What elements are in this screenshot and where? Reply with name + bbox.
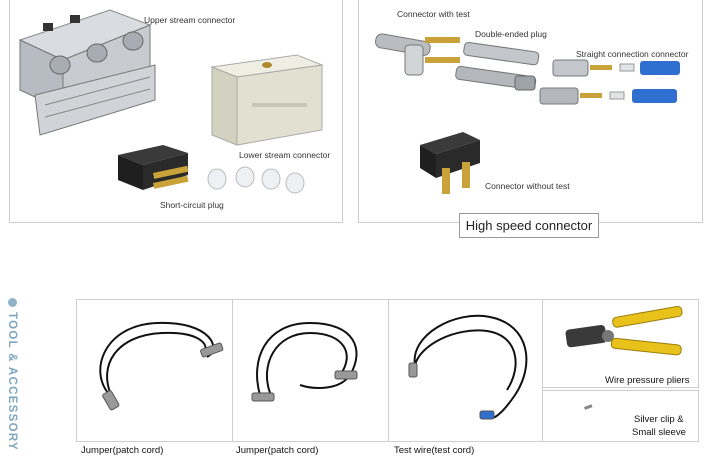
tool-panel-clip-sleeve xyxy=(542,390,699,442)
wire-pressure-pliers-image xyxy=(565,305,683,356)
double-ended-plug-label: Double-ended plug xyxy=(475,29,547,39)
jumper-caption-1: Jumper(patch cord) xyxy=(81,445,164,456)
test-wire-image xyxy=(408,314,528,420)
short-circuit-plug-image xyxy=(118,145,189,190)
connector-with-test-image xyxy=(375,33,460,76)
lower-stream-connector-label: Lower stream connector xyxy=(239,150,331,160)
straight-connection-connector-label: Straight connection connector xyxy=(576,49,689,59)
jumper-caption-2: Jumper(patch cord) xyxy=(236,445,319,456)
clip-caption-line-2: Small sleeve xyxy=(632,427,686,438)
upper-stream-connector-image xyxy=(18,9,156,136)
side-title-text: TOOL & ACCESSORY xyxy=(6,312,18,452)
white-sleeves-image xyxy=(207,166,305,194)
jumper-patch-cord-image-1 xyxy=(99,321,224,411)
high-speed-connector-badge: High speed connector xyxy=(459,213,599,238)
pliers-caption: Wire pressure pliers xyxy=(605,375,690,386)
clip-caption-line-1: Silver clip & xyxy=(634,414,684,425)
tool-accessory-side-title: TOOL & ACCESSORY xyxy=(2,296,22,468)
test-wire-caption: Test wire(test cord) xyxy=(394,445,475,456)
bullet-icon xyxy=(8,298,17,307)
connector-with-test-label: Connector with test xyxy=(397,9,470,19)
straight-connection-connector-image xyxy=(539,59,680,105)
silver-clip-sleeve-image xyxy=(584,404,593,410)
double-ended-plug-image xyxy=(455,42,540,91)
lower-stream-connector-image xyxy=(210,54,324,146)
upper-stream-connector-label: Upper stream connector xyxy=(144,15,236,25)
connector-without-test-label: Connector without test xyxy=(485,181,570,191)
connector-without-test-image xyxy=(420,132,480,194)
short-circuit-plug-label: Short-circuit plug xyxy=(160,200,224,210)
jumper-patch-cord-image-2 xyxy=(251,321,358,402)
